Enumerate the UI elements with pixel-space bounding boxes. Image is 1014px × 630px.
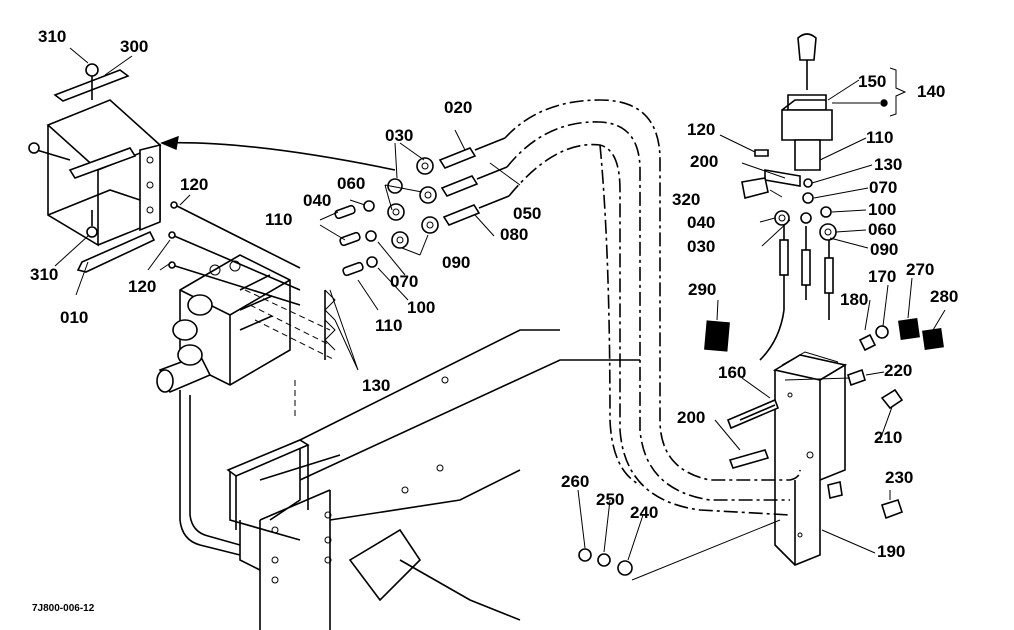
callout-290: 290 [688,280,716,299]
control-lever-assembly [741,33,907,361]
callout-060-right: 060 [868,220,896,239]
callout-030-right: 030 [687,237,715,256]
control-valve [156,201,336,394]
callout-070-center: 070 [390,272,418,291]
drawing-code: 7J800-006-12 [32,603,95,614]
callout-090-center: 090 [442,253,470,272]
callout-260: 260 [561,472,589,491]
callout-110-left: 110 [265,210,292,229]
lever-stand [578,325,904,581]
control-cables [504,99,801,516]
callout-090-right: 090 [870,240,898,259]
callout-280: 280 [930,287,958,306]
callout-270: 270 [906,260,934,279]
callout-020: 020 [444,98,472,117]
callout-110-right: 110 [866,128,893,147]
callout-200-lower: 200 [677,408,705,427]
seal-plate-290 [704,320,730,352]
callout-060-center: 060 [337,174,365,193]
linkage-parts [324,137,510,360]
callout-040-center: 040 [303,191,331,210]
callout-240: 240 [630,503,658,522]
callout-100-right: 100 [868,200,896,219]
callout-070-right: 070 [869,178,897,197]
callout-130-center: 130 [362,376,390,395]
callout-100-center: 100 [407,298,435,317]
callout-150: 150 [858,72,886,91]
callout-230: 230 [885,468,913,487]
callout-080: 080 [500,225,528,244]
cover-bracket-assembly [28,63,162,273]
seal-plate-280 [922,328,944,350]
callout-200-upper: 200 [690,152,718,171]
callout-190: 190 [877,542,905,561]
callout-300: 300 [120,37,148,56]
callout-140: 140 [917,82,945,101]
chassis-frame [179,329,640,630]
callout-050: 050 [513,204,541,223]
seal-plate-270 [898,318,920,340]
callout-120-left: 120 [128,277,156,296]
callout-110-center: 110 [375,316,402,335]
callout-310-top: 310 [38,27,66,46]
callout-160: 160 [718,363,746,382]
callout-010: 010 [60,308,88,327]
callout-labels: 310 300 310 010 120 120 110 040 030 060 … [30,27,958,561]
callout-320: 320 [672,190,700,209]
callout-180: 180 [840,290,868,309]
callout-250: 250 [596,490,624,509]
callout-310-bottom: 310 [30,265,58,284]
callout-120-upper: 120 [180,175,208,194]
callout-220: 220 [884,361,912,380]
callout-170: 170 [868,267,896,286]
callout-030-center: 030 [385,126,413,145]
callout-120-right: 120 [687,120,715,139]
callout-210: 210 [874,428,902,447]
callout-130-right: 130 [874,155,902,174]
callout-040-right: 040 [687,213,715,232]
leader-lines [54,47,946,561]
